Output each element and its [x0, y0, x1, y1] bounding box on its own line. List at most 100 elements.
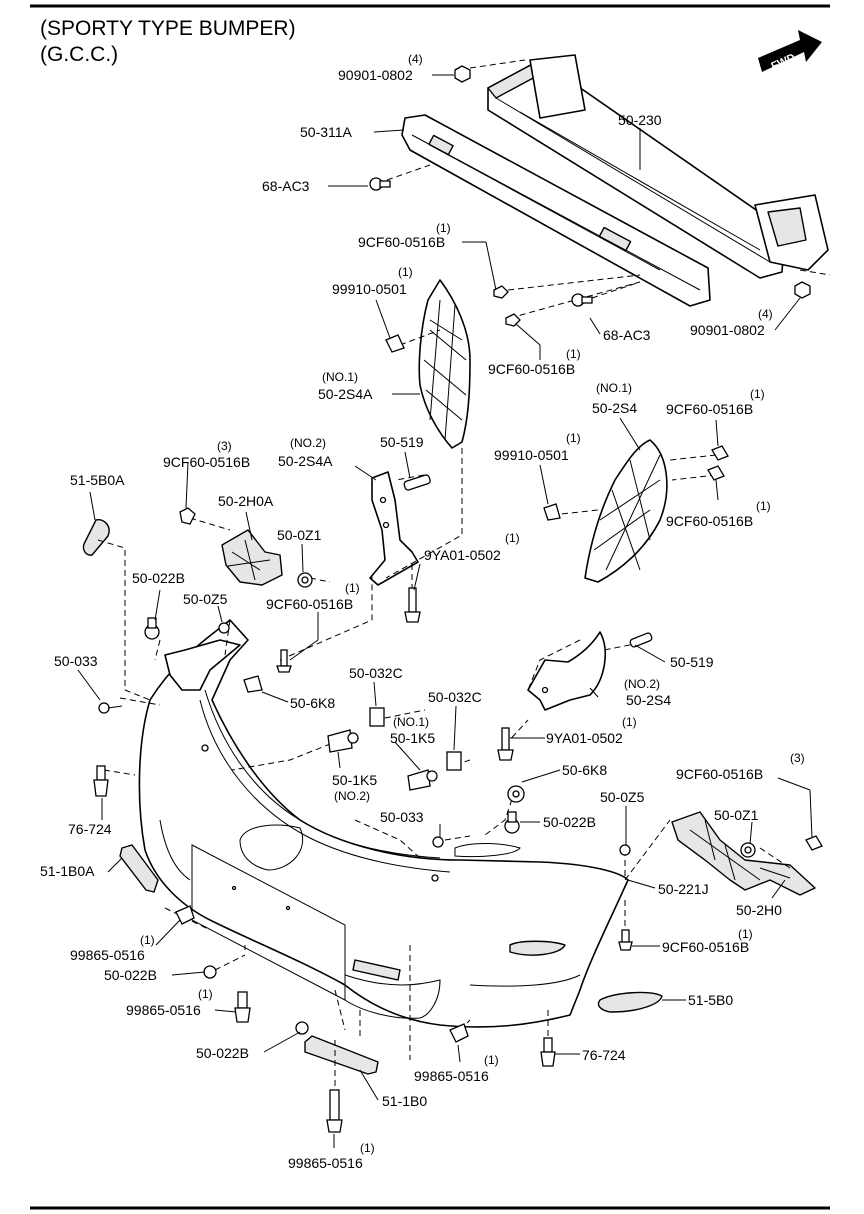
upper-bracket-left-part — [164, 639, 241, 691]
c12-part: 9CF60-0516B — [666, 401, 753, 417]
c09-qty: (1) — [566, 347, 581, 361]
bracket-2s4a-no1-part — [418, 279, 471, 449]
c51-part: 99865-0516 — [414, 1068, 489, 1084]
c24-part: 9CF60-0516B — [266, 596, 353, 612]
c07-part: 68-AC3 — [603, 327, 651, 343]
c39-part: 50-0Z5 — [600, 789, 645, 805]
c27-part: 50-032C — [349, 665, 403, 681]
fasteners — [93, 65, 823, 1133]
c37-part: 50-033 — [380, 809, 424, 825]
c09-part: 9CF60-0516B — [488, 361, 575, 377]
c48-qty: (1) — [198, 987, 213, 1001]
c28-part: 50-2S4 — [626, 692, 671, 708]
c23-part: 50-0Z5 — [183, 591, 228, 607]
diagram-subtitle: (G.C.C.) — [40, 43, 119, 66]
c34-part: 50-1K5 — [332, 772, 377, 788]
c34-sub: (NO.2) — [334, 789, 370, 803]
c28-sub: (NO.2) — [624, 677, 660, 691]
c51-qty: (1) — [484, 1053, 499, 1067]
c19-qty: (1) — [756, 499, 771, 513]
c22-part: 50-022B — [132, 570, 185, 586]
c50-part: 76-724 — [582, 1047, 626, 1063]
c35-qty: (3) — [790, 751, 805, 765]
c24-qty: (1) — [345, 581, 360, 595]
c44-qty: (1) — [140, 933, 155, 947]
c08-qty: (4) — [758, 307, 773, 321]
c05-qty: (1) — [436, 221, 451, 235]
c21-qty: (1) — [505, 531, 520, 545]
diagram-title: (SPORTY TYPE BUMPER) — [40, 17, 296, 40]
c42-part: 50-221J — [658, 881, 709, 897]
c01-part: 90901-0802 — [338, 67, 413, 83]
bracket-2s4-no2-part — [527, 631, 606, 711]
c25-part: 50-033 — [54, 653, 98, 669]
c31-part: 50-1K5 — [390, 730, 435, 746]
c41-part: 51-1B0A — [40, 863, 95, 879]
reflector-51-5b0a-part — [82, 519, 110, 556]
c31-sub: (NO.1) — [393, 715, 429, 729]
reflector-51-5b0-part — [597, 991, 663, 1013]
c16-qty: (3) — [217, 439, 232, 453]
c11-part: 50-2S4 — [592, 400, 637, 416]
c53-part: 99865-0516 — [288, 1155, 363, 1171]
c20-part: 50-0Z1 — [277, 527, 322, 543]
c21-part: 9YA01-0502 — [424, 547, 501, 563]
c15-part: 99910-0501 — [494, 447, 569, 463]
reference-lines — [97, 59, 831, 1090]
c10-part: 50-2S4A — [318, 386, 373, 402]
c08-part: 90901-0802 — [690, 322, 765, 338]
c01-qty: (4) — [408, 52, 423, 66]
callout-labels: (4) 90901-0802 50-230 50-311A 68-AC3 (1)… — [40, 52, 805, 1171]
c44-part: 99865-0516 — [70, 947, 145, 963]
side-bracket-2h0-part — [671, 811, 816, 896]
bumper-absorber-part — [401, 114, 711, 307]
c13-part: 50-2S4A — [278, 453, 333, 469]
c52-part: 51-1B0 — [382, 1093, 427, 1109]
c48-part: 99865-0516 — [126, 1002, 201, 1018]
c16-part: 9CF60-0516B — [163, 454, 250, 470]
bumper-fascia-part — [138, 619, 629, 1028]
c46-part: 50-022B — [104, 967, 157, 983]
c18-part: 50-2H0A — [218, 493, 274, 509]
c02-part: 50-230 — [618, 112, 662, 128]
bracket-2s4-no1-part — [584, 439, 668, 583]
c04-part: 68-AC3 — [262, 178, 310, 194]
c49-part: 50-022B — [196, 1045, 249, 1061]
c10-sub: (NO.1) — [322, 370, 358, 384]
c26-part: 50-519 — [670, 654, 714, 670]
c30-part: 50-032C — [428, 689, 482, 705]
c32-part: 9YA01-0502 — [546, 730, 623, 746]
c35-part: 9CF60-0516B — [676, 766, 763, 782]
c45-qty: (1) — [738, 927, 753, 941]
c03-part: 50-311A — [300, 124, 353, 140]
c06-part: 99910-0501 — [332, 281, 407, 297]
c05-part: 9CF60-0516B — [358, 234, 445, 250]
c12-qty: (1) — [750, 387, 765, 401]
c29-part: 50-6K8 — [290, 695, 335, 711]
side-bracket-2h0a-part — [221, 529, 283, 586]
c47-part: 51-5B0 — [688, 992, 733, 1008]
c17-part: 51-5B0A — [70, 472, 125, 488]
c36-part: 76-724 — [68, 821, 112, 837]
garnish-51-1b0-part — [304, 1035, 379, 1075]
c40-part: 50-0Z1 — [714, 807, 759, 823]
c32-qty: (1) — [622, 715, 637, 729]
c33-part: 50-6K8 — [562, 762, 607, 778]
garnish-51-1b0a-part — [119, 844, 159, 893]
c38-part: 50-022B — [543, 814, 596, 830]
c53-qty: (1) — [360, 1141, 375, 1155]
c14-part: 50-519 — [380, 434, 424, 450]
c15-qty: (1) — [566, 431, 581, 445]
bumper-reinforcement-part — [487, 54, 829, 279]
c13-sub: (NO.2) — [290, 436, 326, 450]
c43-part: 50-2H0 — [736, 902, 782, 918]
c06-qty: (1) — [398, 265, 413, 279]
fwd-arrow-icon: FWD — [758, 30, 822, 73]
c19-part: 9CF60-0516B — [666, 513, 753, 529]
c45-part: 9CF60-0516B — [662, 939, 749, 955]
c11-sub: (NO.1) — [596, 381, 632, 395]
leader-lines — [77, 74, 813, 1148]
bracket-2s4a-no2-part — [369, 471, 419, 586]
